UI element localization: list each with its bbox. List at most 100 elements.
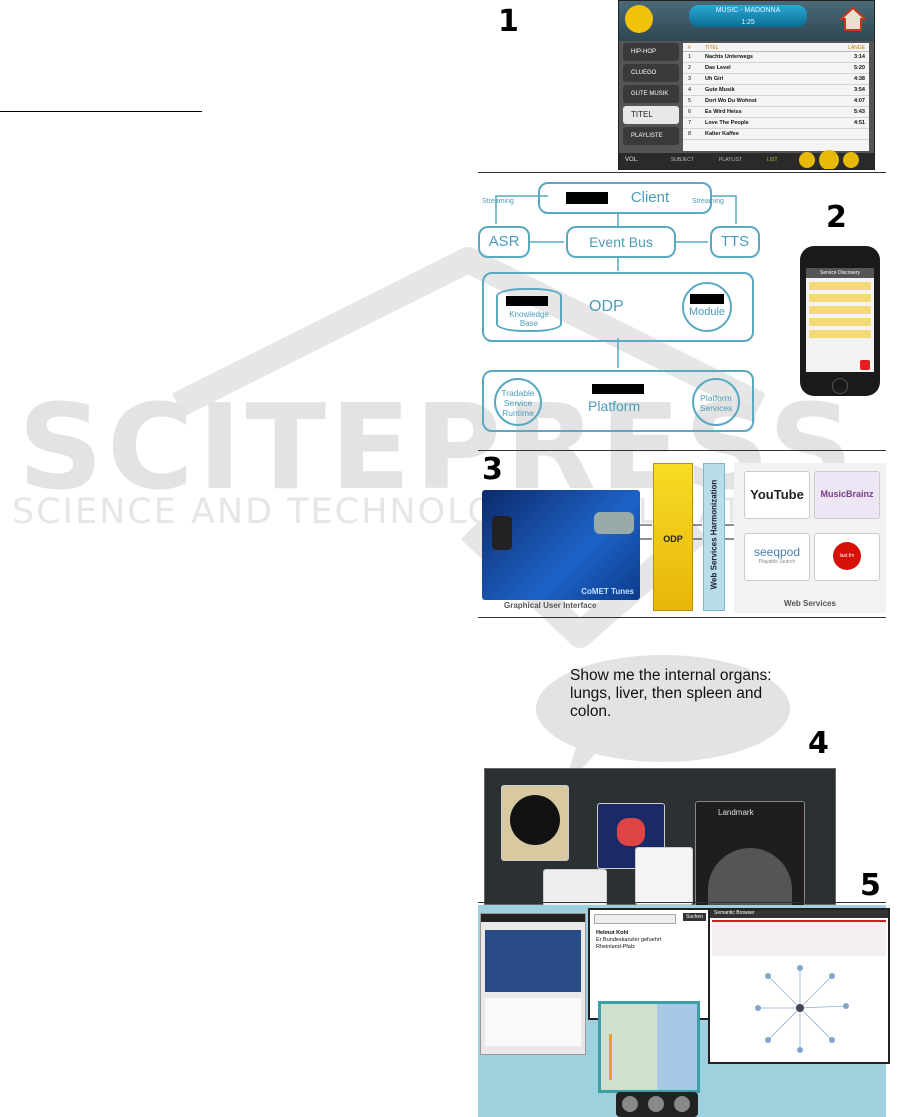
track-number: 6: [688, 109, 692, 115]
knowledge-base-label: Knowledge Base: [509, 310, 549, 328]
search-input: [594, 914, 676, 924]
info-panel: [712, 920, 886, 956]
now-playing-title: MUSIC - MADONNA: [715, 7, 781, 14]
platform-label: Platform: [588, 398, 641, 414]
panel-number-1: 1: [498, 4, 519, 39]
ct-image: [510, 795, 560, 845]
track-number: 5: [688, 98, 692, 104]
data-arrows: [640, 524, 734, 540]
music-icon: [622, 1096, 638, 1112]
track-row: 2 Das Level 5:20: [683, 63, 869, 74]
rating-list: [485, 998, 581, 1046]
route-line: [609, 1034, 612, 1080]
separator: [478, 902, 886, 903]
left-rule: [0, 111, 202, 112]
redaction-bar: [690, 294, 724, 304]
previous-icon: [799, 152, 815, 168]
list-item: [809, 294, 871, 302]
track-length: 4:38: [853, 76, 865, 82]
wsh-label: Web Services Harmonization: [709, 479, 719, 590]
scan-grid-window: [635, 847, 693, 905]
platform-services-label: Platform Services: [699, 393, 733, 413]
gui-screenshot: CoMET Tunes: [482, 490, 640, 600]
water-area: [657, 1004, 697, 1090]
track-number: 4: [688, 87, 692, 93]
knowledge-base-cylinder: Knowledge Base: [496, 288, 562, 332]
list-item: [809, 318, 871, 326]
redaction-bar: [506, 296, 548, 306]
now-playing: MUSIC - MADONNA 1:25: [689, 5, 807, 27]
medical-viewer: Landmark: [484, 768, 836, 907]
track-title: Das Level: [705, 65, 731, 71]
track-number: 2: [688, 65, 692, 71]
map-window: [598, 1001, 700, 1093]
category-gute-musik: GUTE MUSIK: [623, 85, 679, 103]
module-label: Module: [688, 306, 726, 318]
record-icon: [860, 360, 870, 370]
track-title: Gute Musik: [705, 87, 735, 93]
panel-number-4: 4: [808, 726, 829, 761]
track-length: 3:14: [853, 54, 865, 60]
lastfm-tile: last.fm: [814, 533, 880, 581]
odp-bar-label: ODP: [663, 534, 683, 544]
list-item: [809, 306, 871, 314]
separator: [478, 450, 886, 451]
result-3: Rheinland-Pfalz: [596, 944, 635, 950]
lastfm-icon: last.fm: [833, 542, 861, 570]
list-item: [809, 282, 871, 290]
col-length: LÄNGE: [848, 45, 865, 51]
module-circle: Module: [682, 282, 732, 332]
figure: 1 MUSIC - MADONNA 1:25 HIP-HOP CLUEGO GU…: [478, 0, 890, 1117]
track-length: 5:43: [853, 109, 865, 115]
search-button: Suchen: [683, 913, 706, 921]
volume-label: VOL.: [625, 157, 639, 163]
track-title: Uh Girl: [705, 76, 724, 82]
track-title: Nachts Unterwegs: [705, 54, 753, 60]
semantic-browser-window: Semantic Browser: [708, 908, 890, 1064]
player-header: MUSIC - MADONNA 1:25: [619, 1, 874, 41]
track-length: 4:51: [853, 120, 865, 126]
landmark-window: Landmark: [695, 801, 805, 907]
category-titel: TITEL: [623, 106, 679, 124]
seeqpod-sub: Playable Search: [758, 559, 796, 565]
platform-box: Tradable Service Runtime Platform Platfo…: [482, 370, 754, 432]
redaction-bar: [566, 192, 608, 204]
track-list-header: # TITEL LÄNGE: [683, 43, 869, 52]
track-number: 3: [688, 76, 692, 82]
track-row: 3 Uh Girl 4:38: [683, 74, 869, 85]
youtube-label: YouTube: [750, 487, 804, 502]
result-2: Er Bundeskanzler gefuehrt: [596, 937, 662, 943]
ct-window: [501, 785, 569, 861]
wikipedia-icon: [648, 1096, 664, 1112]
search-results: Helmut Kohl Er Bundeskanzler gefuehrt Rh…: [596, 930, 661, 951]
organ-image: [617, 818, 645, 846]
category-playliste: PLAYLISTE: [623, 127, 679, 145]
car-display-icon: [594, 512, 634, 534]
streaming-left: Streaming: [482, 198, 514, 205]
track-length: 5:20: [853, 65, 865, 71]
now-playing-time: 1:25: [741, 19, 755, 26]
client-box: Client: [538, 182, 712, 214]
list-item: [809, 330, 871, 338]
event-bus-box: Event Bus: [566, 226, 676, 258]
seeqpod-label: seeqpod: [753, 545, 801, 559]
track-length: 3:54: [853, 87, 865, 93]
col-title: TITEL: [705, 45, 719, 51]
separator: [478, 617, 886, 618]
iphone-screen: Service Discovery: [806, 268, 874, 372]
odp-bar: ODP: [653, 463, 693, 611]
track-title: Dort Wo Du Wohnst: [705, 98, 757, 104]
home-button-icon: [832, 378, 848, 394]
music-player-screenshot: MUSIC - MADONNA 1:25 HIP-HOP CLUEGO GUTE…: [618, 0, 875, 170]
panel-number-2: 2: [826, 200, 847, 235]
next-icon: [843, 152, 859, 168]
streaming-right: Streaming: [692, 198, 724, 205]
video-frame: [485, 930, 581, 992]
col-number: #: [688, 45, 691, 51]
system-overview: CoMET Tunes Graphical User Interface ODP…: [478, 455, 886, 615]
globe-icon: [674, 1096, 690, 1112]
